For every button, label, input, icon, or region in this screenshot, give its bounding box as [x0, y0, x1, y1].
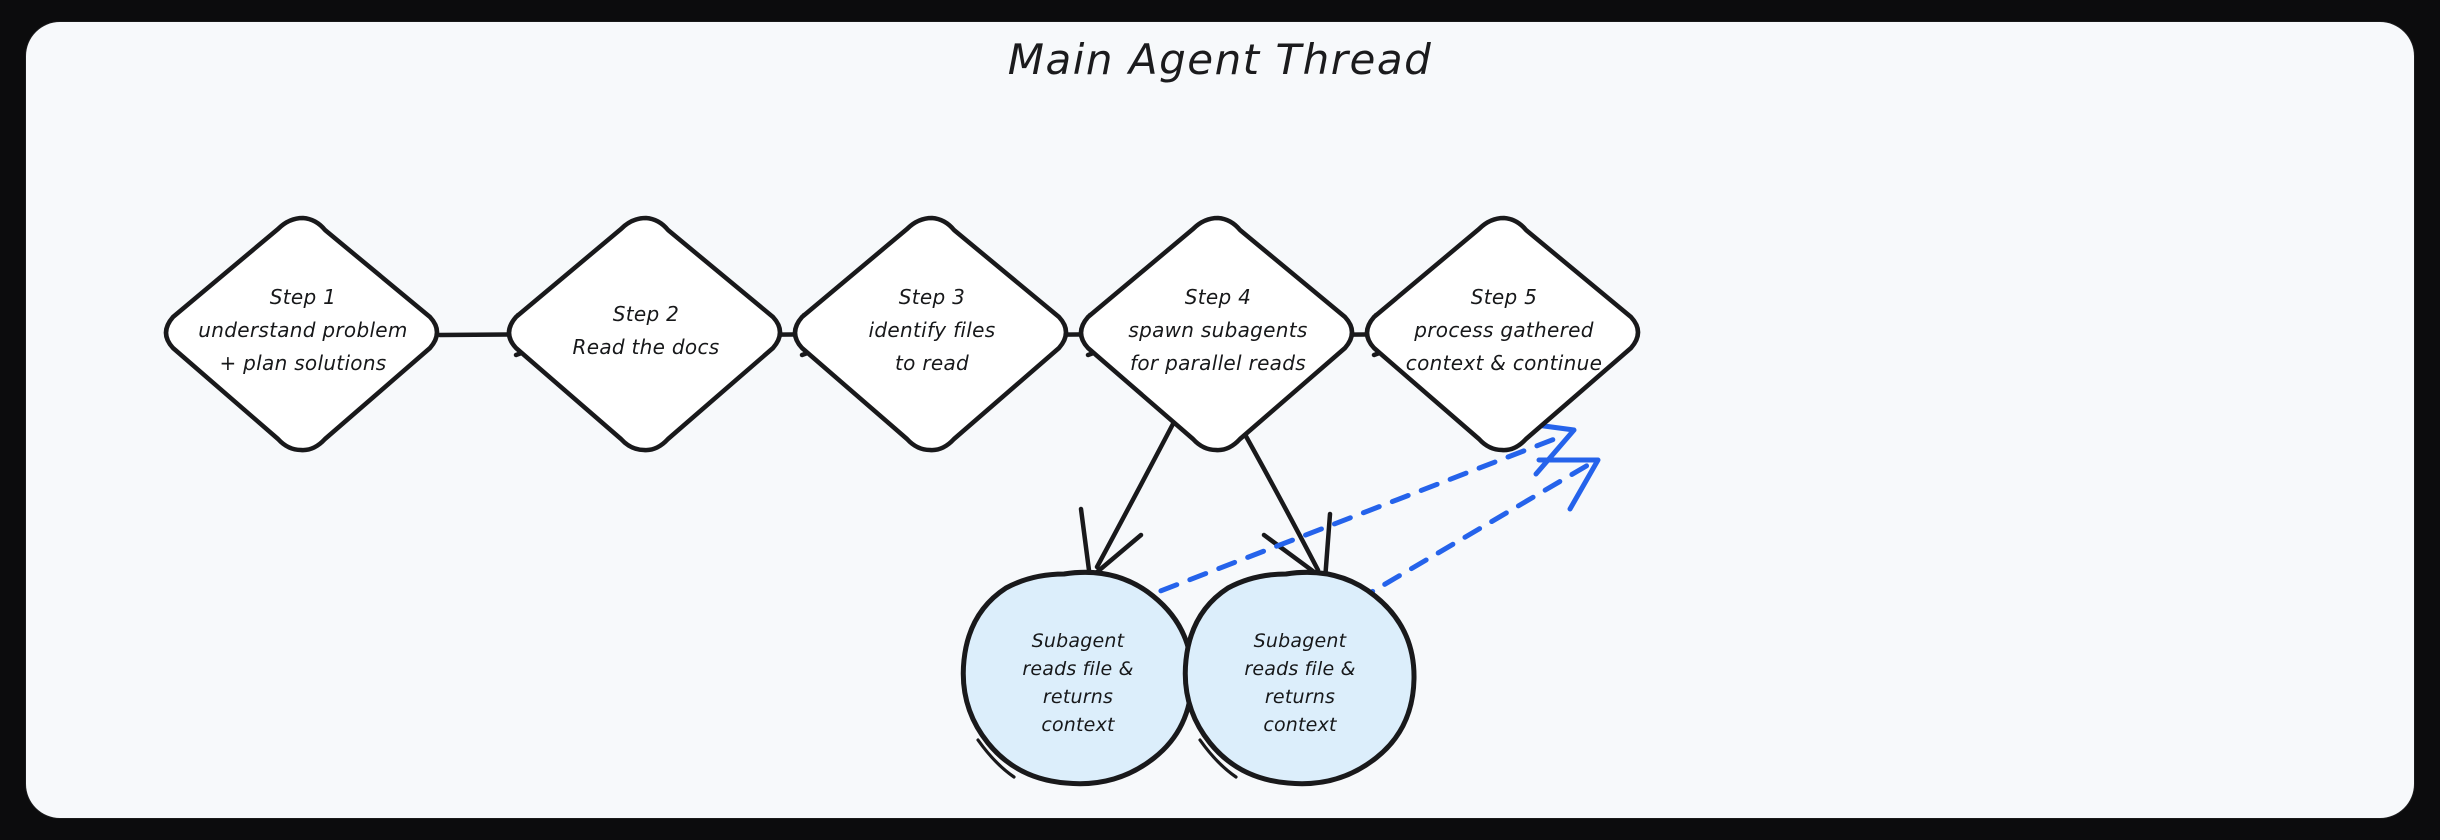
node-step-5-line2: process gathered [1413, 318, 1593, 342]
diagram-title: Main Agent Thread [1008, 35, 1433, 84]
node-step-3[interactable]: Step 3 identify files to read [792, 215, 1069, 453]
node-subagent-2[interactable]: Subagent reads file & returns context [1182, 569, 1417, 787]
node-step-5-line3: context & continue [1406, 351, 1602, 375]
node-step-5-line1: Step 5 [1471, 285, 1537, 309]
node-subagent-1[interactable]: Subagent reads file & returns context [960, 569, 1195, 787]
node-subagent-2-line3: returns [1265, 686, 1335, 708]
node-subagent-1-line4: context [1041, 714, 1116, 736]
node-subagent-1-line2: reads file & [1022, 658, 1133, 680]
diagram-canvas-panel: Main Agent Thread [26, 22, 2414, 818]
node-step-1-line3: + plan solutions [219, 351, 386, 375]
node-step-4[interactable]: Step 4 spawn subagents for parallel read… [1078, 215, 1355, 453]
node-step-1-line1: Step 1 [270, 285, 336, 309]
node-step-2-line1: Step 2 [613, 302, 679, 326]
node-step-5[interactable]: Step 5 process gathered context & contin… [1364, 215, 1641, 453]
node-step-3-line3: to read [895, 351, 969, 375]
node-step-1-line2: understand problem [198, 318, 407, 342]
flowchart-diagram: Main Agent Thread [163, 35, 1641, 787]
node-step-3-line1: Step 3 [899, 285, 965, 309]
node-step-2[interactable]: Step 2 Read the docs [506, 215, 783, 453]
node-subagent-2-line4: context [1263, 714, 1338, 736]
node-subagent-1-line3: returns [1043, 686, 1113, 708]
node-step-2-line2: Read the docs [573, 335, 720, 359]
node-step-3-line2: identify files [869, 318, 996, 342]
node-subagent-1-line1: Subagent [1032, 630, 1126, 652]
node-step-4-line2: spawn subagents [1128, 318, 1307, 342]
return-arrow-subagent2-to-step5 [1355, 457, 1601, 603]
node-step-4-line1: Step 4 [1185, 285, 1251, 309]
node-step-1[interactable]: Step 1 understand problem + plan solutio… [163, 215, 440, 453]
node-step-4-line3: for parallel reads [1130, 351, 1306, 375]
node-subagent-2-line1: Subagent [1254, 630, 1348, 652]
arrow-step4-to-subagent1 [1078, 419, 1177, 581]
node-subagent-2-line2: reads file & [1244, 658, 1355, 680]
